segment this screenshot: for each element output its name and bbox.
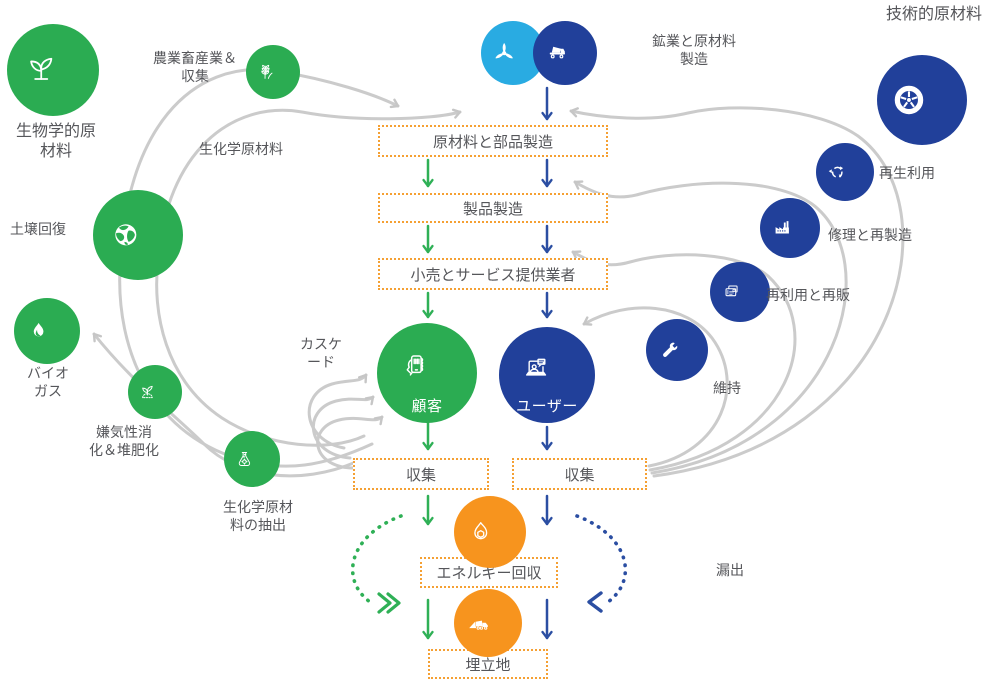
biochemical-extraction-node [224,431,280,487]
collection-left-box: 収集 [353,458,489,490]
globe-icon [109,218,167,252]
stage-parts-manufacturing-label: 原材料と部品製造 [432,133,553,151]
recycling-node [816,143,874,201]
maintain-label: 維持 [713,380,741,396]
collection-left-label: 収集 [405,466,436,484]
user-label: ユーザー [516,398,578,415]
phone-in-hand-icon [401,351,453,381]
mining-label: 鉱業と原材料 製造 [652,33,736,67]
stage-product-manufacturing-box: 製品製造 [378,193,608,223]
sprout-icon [137,382,173,403]
reuse-resale-node [710,262,770,322]
anaerobic-label: 嫌気性消 化＆堆肥化 [89,424,159,458]
wheat-icon [256,62,290,82]
tire-icon [891,82,953,118]
stage-product-manufacturing-label: 製品製造 [462,200,523,218]
farming-label: 農業畜産業＆ 収集 [153,50,237,84]
stage-parts-manufacturing-box: 原材料と部品製造 [378,125,608,157]
postcards-icon [721,281,759,303]
leakage-label: 漏出 [716,562,744,578]
energy-flame-icon [468,519,512,545]
energy-recovery-label: エネルギー回収 [436,565,542,582]
repair-remanufacture-node [760,198,820,258]
user-node: ユーザー [499,327,595,423]
farming-node [246,45,300,99]
maintain-node [646,319,708,381]
leakage-dotted-arcs [350,514,628,614]
repair-remanufacture-label: 修理と再製造 [828,227,912,243]
customer-node: 顧客 [377,323,477,423]
factory-icon [771,217,809,239]
biochemical-flow-label: 生化学原材料 [199,141,283,157]
wind-turbine-icon [492,41,534,65]
wind-turbine-node [481,21,545,85]
tech-loop-arcs [569,106,905,478]
energy-recovery-node [454,496,526,568]
laptop-user-icon [521,353,573,383]
biogas-label: バイオ ガス [27,365,69,399]
recycle-icon [827,162,863,183]
seedling-icon [25,54,81,86]
mining-truck-node [533,21,597,85]
stage-retail-service-label: 小売とサービス提供業者 [410,266,576,284]
cascade-swirl-arcs [307,373,384,470]
energy-recovery-box: エネルギー回収 [420,557,558,588]
dump-truck-icon [545,41,585,64]
tech-materials-heading: 技術的原材料 [885,6,982,23]
landfill-node [454,589,522,657]
soil-restoration-label: 土壌回復 [10,221,66,237]
flask-icon [234,449,270,470]
cascade-label: カスケ ード [300,336,342,370]
customer-label: 顧客 [411,398,443,415]
landfill-label: 埋立地 [465,656,511,674]
biogas-node [14,298,80,364]
extraction-label: 生化学原材 料の抽出 [223,499,293,533]
biological-materials-node [7,24,99,116]
collection-right-box: 収集 [512,458,647,490]
anaerobic-digestion-node [128,365,182,419]
soil-restoration-node [93,190,183,280]
stage-retail-service-box: 小売とサービス提供業者 [378,258,608,290]
bio-materials-heading: 生物学的原 材料 [15,123,96,160]
recycling-label: 再生利用 [879,165,935,181]
collection-right-label: 収集 [564,466,595,484]
technical-materials-node [877,55,967,145]
wrench-icon [658,339,696,361]
flame-icon [27,319,67,342]
reuse-resale-label: 再利用と再販 [766,287,850,303]
landfill-truck-icon [466,610,510,636]
